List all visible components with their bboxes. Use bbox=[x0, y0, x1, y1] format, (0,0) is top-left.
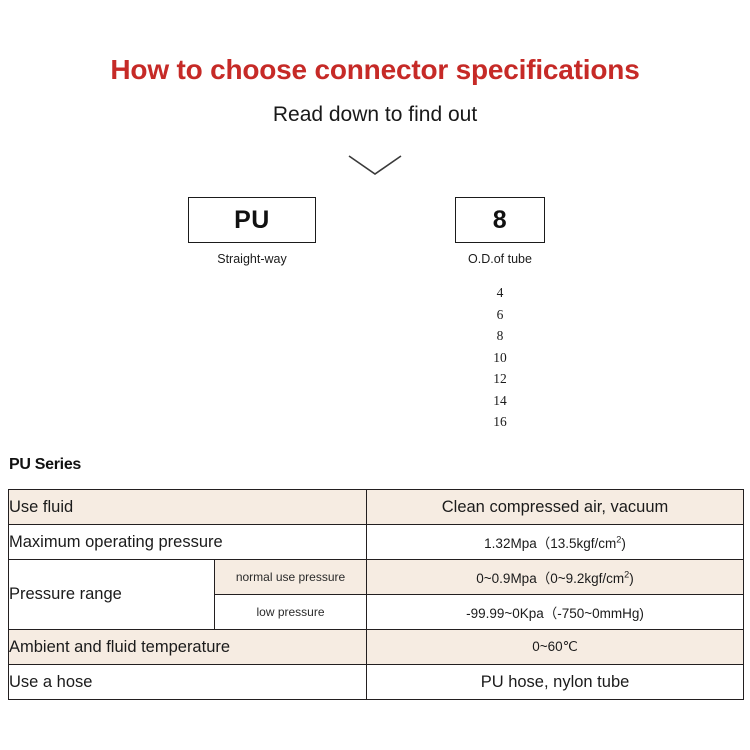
page-title: How to choose connector specifications bbox=[110, 54, 640, 85]
value-tail: ) bbox=[629, 571, 634, 586]
value-tail: ) bbox=[621, 536, 626, 551]
code-caption-series: Straight-way bbox=[217, 252, 287, 266]
list-item: 16 bbox=[493, 414, 507, 429]
row-sublabel-low-pressure: low pressure bbox=[213, 594, 368, 630]
tube-size-list: 4 6 8 10 12 14 16 bbox=[455, 282, 545, 433]
value-superscript: 2 bbox=[624, 569, 630, 580]
code-box-tube-size: 8 bbox=[455, 197, 545, 243]
page-subtitle: Read down to find out bbox=[272, 103, 478, 126]
chevron-down-icon bbox=[345, 150, 405, 180]
table-row: Use fluid Clean compressed air, vacuum bbox=[7, 489, 745, 525]
row-label-max-operating-pressure: Maximum operating pressure bbox=[7, 524, 368, 560]
value-superscript: 2 bbox=[616, 534, 622, 545]
table-row: Pressure range normal use pressure 0~0.9… bbox=[8, 559, 745, 630]
list-item: 12 bbox=[493, 371, 507, 386]
spec-section-heading: PU Series bbox=[9, 456, 82, 473]
specification-table: Use fluid Clean compressed air, vacuum M… bbox=[7, 489, 745, 700]
row-label-ambient-fluid-temperature: Ambient and fluid temperature bbox=[7, 629, 368, 665]
table-row: Use a hose PU hose, nylon tube bbox=[7, 664, 745, 700]
code-box-series: PU bbox=[188, 197, 316, 243]
list-item: 6 bbox=[496, 306, 504, 322]
value-text: 1.32Mpa（13.5kgf/cm bbox=[484, 536, 617, 551]
list-item: 4 bbox=[496, 285, 504, 300]
list-item: 10 bbox=[493, 349, 507, 365]
value-text: 0~0.9Mpa（0~9.2kgf/cm bbox=[476, 571, 625, 586]
row-sublabel-normal-use-pressure: normal use pressure bbox=[213, 559, 368, 595]
list-item: 14 bbox=[493, 392, 507, 408]
row-label-use-a-hose: Use a hose bbox=[7, 664, 368, 700]
list-item: 8 bbox=[496, 328, 504, 343]
row-value-low-pressure: -99.99~0Kpa（-750~0mmHg) bbox=[366, 594, 745, 630]
row-value-use-fluid: Clean compressed air, vacuum bbox=[366, 489, 745, 525]
row-label-use-fluid: Use fluid bbox=[7, 489, 368, 525]
row-value-ambient-fluid-temperature: 0~60℃ bbox=[366, 629, 745, 665]
row-value-max-operating-pressure: 1.32Mpa（13.5kgf/cm2) bbox=[366, 524, 745, 560]
row-value-normal-use-pressure: 0~0.9Mpa（0~9.2kgf/cm2) bbox=[366, 559, 745, 595]
code-caption-tube-size: O.D.of tube bbox=[468, 252, 532, 266]
table-row: Maximum operating pressure 1.32Mpa（13.5k… bbox=[7, 524, 745, 560]
row-value-use-a-hose: PU hose, nylon tube bbox=[366, 664, 745, 700]
table-row: Ambient and fluid temperature 0~60℃ bbox=[7, 629, 745, 665]
row-label-pressure-range: Pressure range bbox=[8, 559, 215, 630]
